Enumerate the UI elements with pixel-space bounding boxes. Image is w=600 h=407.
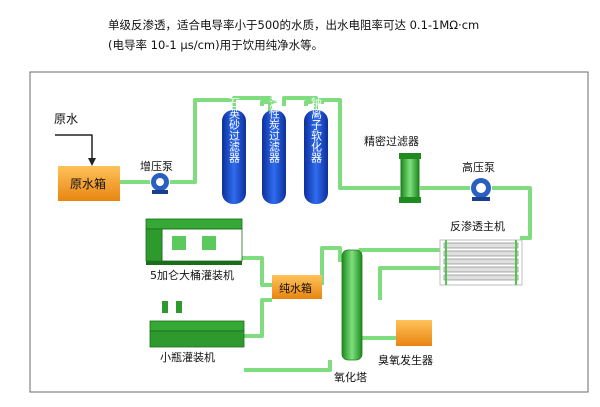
oxidation-tower: 氧化塔 xyxy=(334,249,367,384)
pipes xyxy=(55,96,532,372)
description: 单级反渗透，适合电导率小于500的水质，出水电阻率可达 0.1-1MΩ·cm (… xyxy=(108,15,578,55)
pure-tank-label: 纯水箱 xyxy=(279,281,312,295)
bucket-filling-machine: 5加仑大桶灌装机 xyxy=(145,218,243,282)
arrow-icon xyxy=(88,158,96,166)
activated-carbon-filter: 活性炭过滤器 xyxy=(262,97,286,204)
raw-water-label: 原水 xyxy=(54,112,78,126)
booster-pump-label: 增压泵 xyxy=(140,159,173,173)
diagram-frame xyxy=(29,71,589,393)
ozone-generator-label: 臭氧发生器 xyxy=(378,353,433,367)
description-line2: (电导率 10-1 μs/cm)用于饮用纯净水等。 xyxy=(108,38,324,52)
raw-water-tank: 原水箱 xyxy=(58,166,120,201)
filter3-label: 钠离子软化器 xyxy=(310,96,323,164)
booster-pump: 增压泵 xyxy=(140,159,173,194)
ozone-generator: 臭氧发生器 xyxy=(378,320,433,367)
oxidation-tower-label: 氧化塔 xyxy=(334,370,367,384)
filter1-label: 石英砂过滤器 xyxy=(228,97,241,164)
hp-pump-label: 高压泵 xyxy=(462,160,495,174)
ro-main-unit: 反渗透主机 xyxy=(439,219,523,286)
high-pressure-pump: 高压泵 xyxy=(462,160,495,201)
raw-tank-label: 原水箱 xyxy=(70,176,106,191)
bucket-filler-label: 5加仑大桶灌装机 xyxy=(150,268,234,282)
sodium-ion-softener: 钠离子软化器 xyxy=(304,96,328,204)
pure-water-tank: 纯水箱 xyxy=(272,275,322,299)
bottle-filler-label: 小瓶灌装机 xyxy=(160,350,215,364)
precision-filter-label: 精密过滤器 xyxy=(364,134,419,148)
ro-unit-label: 反渗透主机 xyxy=(450,219,505,233)
bottle-filling-machine: 小瓶灌装机 xyxy=(149,301,245,364)
quartz-sand-filter: 石英砂过滤器 xyxy=(222,97,246,204)
description-line1: 单级反渗透，适合电导率小于500的水质，出水电阻率可达 0.1-1MΩ·cm xyxy=(108,18,480,32)
precision-filter: 精密过滤器 xyxy=(364,134,421,203)
filter2-label: 活性炭过滤器 xyxy=(268,97,281,164)
